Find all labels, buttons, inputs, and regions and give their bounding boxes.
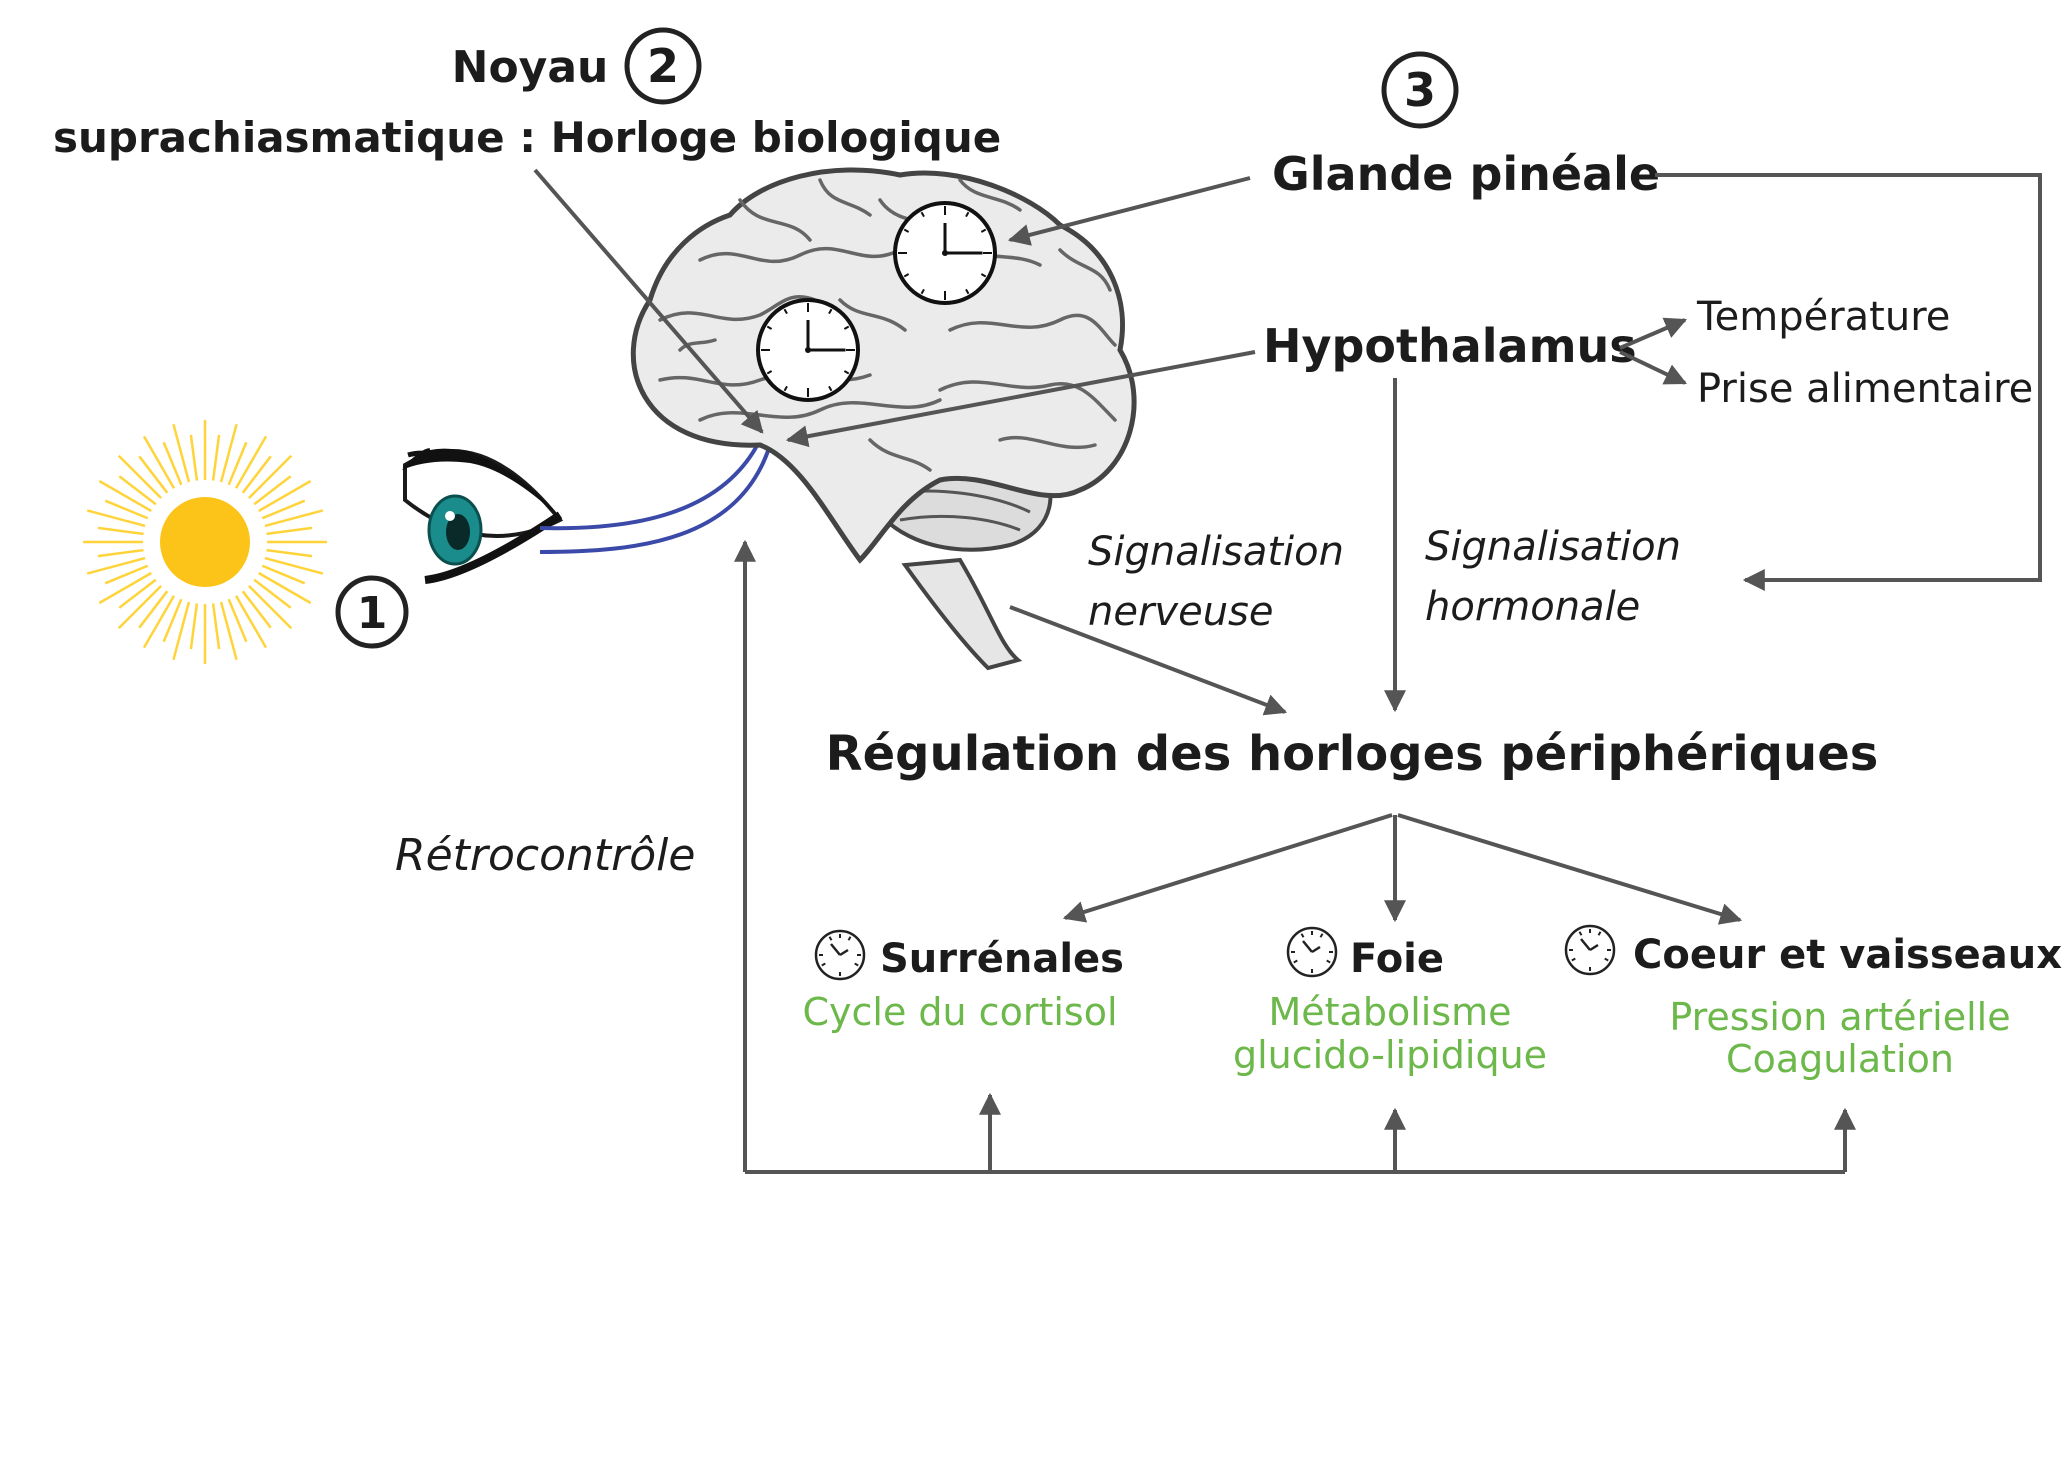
temperature-label: Température	[1696, 294, 1950, 340]
svg-text:1: 1	[357, 588, 388, 639]
arrow-to-adrenal	[1062, 813, 1393, 923]
feedback-label: Rétrocontrôle	[395, 830, 695, 881]
eye-icon	[402, 448, 564, 584]
feedback-loop	[734, 539, 1856, 1174]
hormonal-signaling-line2: hormonale	[1425, 584, 1640, 630]
optic-nerve	[539, 439, 772, 554]
organ-function: Métabolisme	[1268, 990, 1511, 1034]
clock-icon	[814, 929, 866, 981]
arrow-pineal-to-brain	[1007, 176, 1251, 246]
pineal-clock-icon	[893, 201, 997, 305]
arrow-nervous-signaling	[1009, 605, 1288, 716]
svg-text:2: 2	[647, 39, 679, 93]
svg-text:3: 3	[1404, 63, 1436, 117]
regulation-heading: Régulation des horloges périphériques	[826, 726, 1879, 782]
scn-label-line2: suprachiasmatique : Horloge biologique	[53, 113, 1001, 162]
nervous-signaling-line1: Signalisation	[1088, 529, 1344, 575]
step-marker-1: 1	[335, 575, 409, 649]
organ-adrenal: Surrénales Cycle du cortisol	[802, 929, 1124, 1034]
hypothalamus-label: Hypothalamus	[1263, 319, 1637, 373]
organ-liver: Foie Métabolisme glucido-lipidique	[1233, 926, 1547, 1077]
sun-icon	[83, 420, 327, 664]
arrow-pineal-to-hormonal	[1655, 173, 2042, 591]
organ-function: Pression artérielle	[1669, 995, 2010, 1039]
organ-function: glucido-lipidique	[1233, 1033, 1547, 1077]
arrow-to-food-intake	[1619, 350, 1687, 385]
arrow-to-temperature	[1619, 317, 1688, 350]
food-intake-label: Prise alimentaire	[1697, 366, 2033, 412]
organ-name: Foie	[1350, 936, 1444, 982]
clock-icon	[1286, 926, 1338, 978]
brain-icon	[630, 167, 1137, 671]
pineal-label: Glande pinéale	[1272, 147, 1660, 201]
step-marker-3: 3	[1381, 51, 1459, 129]
organ-name: Surrénales	[880, 936, 1124, 982]
organ-function: Coagulation	[1726, 1037, 1954, 1081]
arrow-hypothalamus-to-brain	[785, 350, 1256, 448]
clock-icon	[1564, 924, 1616, 976]
nervous-signaling-line2: nerveuse	[1088, 589, 1274, 635]
scn-clock-icon	[756, 298, 860, 402]
arrow-scn-label-to-brain	[533, 168, 764, 434]
organ-function: Cycle du cortisol	[802, 990, 1117, 1034]
scn-label-line1: Noyau	[452, 42, 609, 93]
step-marker-2: 2	[624, 27, 702, 105]
organ-heart-vessels: Coeur et vaisseaux Pression artérielle C…	[1564, 924, 2062, 1081]
hormonal-signaling-line1: Signalisation	[1425, 524, 1681, 570]
organ-name: Coeur et vaisseaux	[1633, 932, 2062, 978]
arrow-to-heart-vessels	[1397, 813, 1743, 925]
